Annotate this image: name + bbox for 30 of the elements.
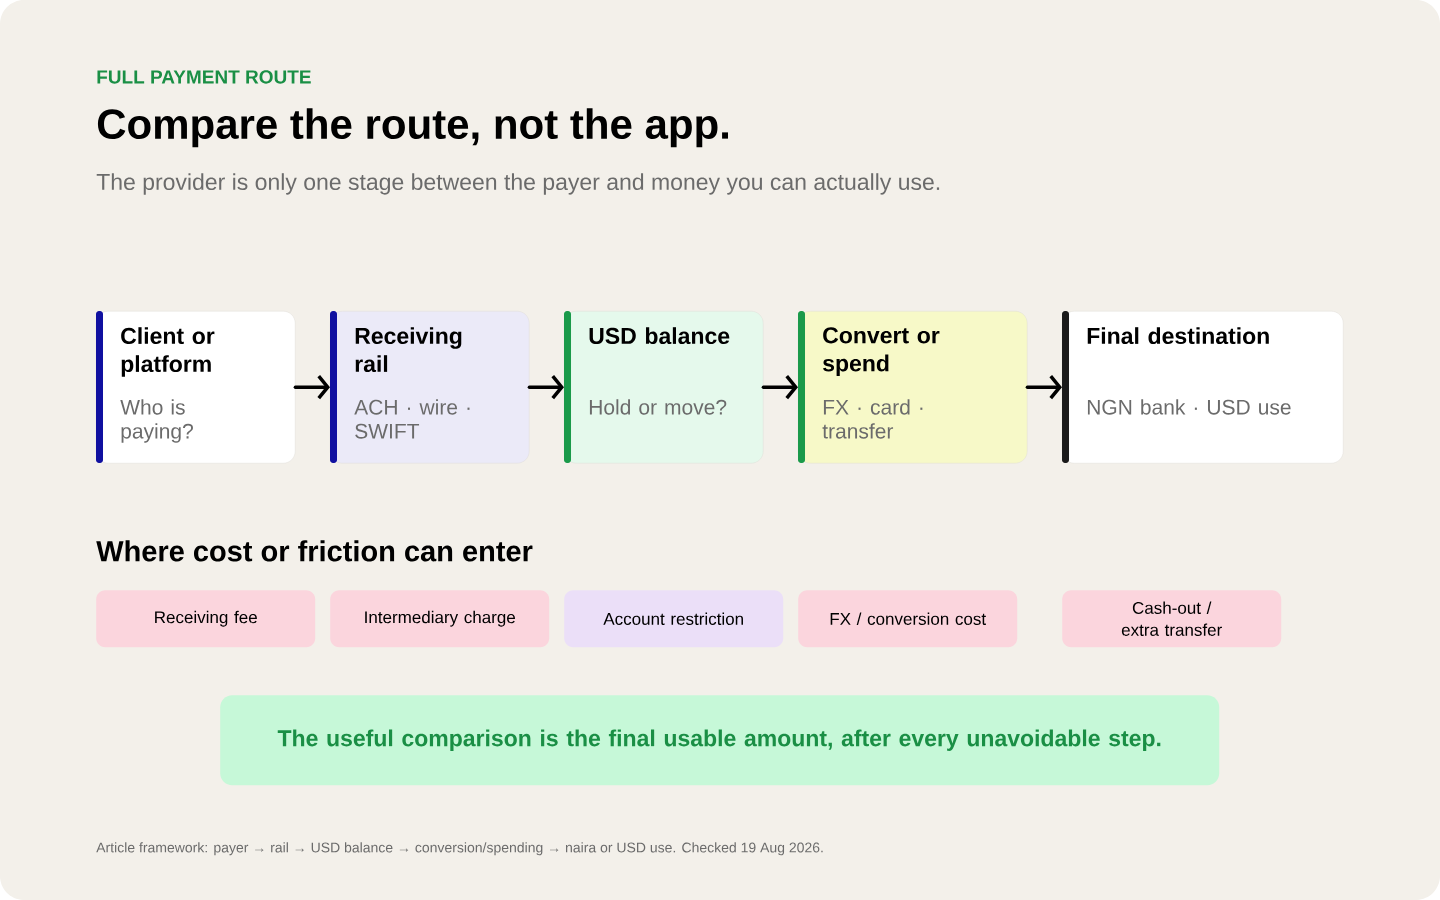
section-heading: Where cost or friction can enter <box>96 540 533 562</box>
stage-card <box>798 311 1028 464</box>
subtitle: The provider is only one stage between the payer and money you can actually use. <box>96 173 940 195</box>
cost-tag: Cash-out / extra transfer <box>1062 590 1282 648</box>
arrow <box>1025 375 1062 400</box>
card-body: ACH · wire · SWIFT <box>354 399 470 439</box>
arrow <box>293 375 330 400</box>
card-body: NGN bank · USD use <box>1087 399 1291 415</box>
card-body: FX · card · transfer <box>822 399 923 439</box>
card-body: Who is paying? <box>120 399 193 443</box>
card-heading: Client or platform <box>121 327 215 377</box>
stage-card <box>330 311 530 464</box>
card-body: Hold or move? <box>589 399 727 415</box>
card-heading: Convert or spend <box>823 327 940 377</box>
cost-tag: Receiving fee <box>96 590 316 648</box>
card-heading: Final destination <box>1087 327 1269 345</box>
summary-banner: The useful comparison is the final usable amount, after every unavoidable step. <box>220 695 1220 786</box>
cost-tag: Account restriction <box>564 590 784 648</box>
stage-card <box>564 311 764 464</box>
cost-tag: Intermediary charge <box>330 590 550 648</box>
footnote: Article framework: payer → rail → USD balance → conversion/spending → naira or USD use. Checked 19 Aug 2026. <box>96 842 823 856</box>
title: Compare the route, not the app. <box>97 108 728 148</box>
arrow <box>527 375 564 400</box>
kicker-text: FULL PAYMENT ROUTE <box>97 70 311 84</box>
stage-card <box>1062 311 1344 464</box>
arrow <box>761 375 798 400</box>
cost-tag: FX / conversion cost <box>798 590 1018 648</box>
stage-card <box>96 311 296 464</box>
card-heading: USD balance <box>589 327 730 345</box>
card-heading: Receiving rail <box>355 327 462 373</box>
